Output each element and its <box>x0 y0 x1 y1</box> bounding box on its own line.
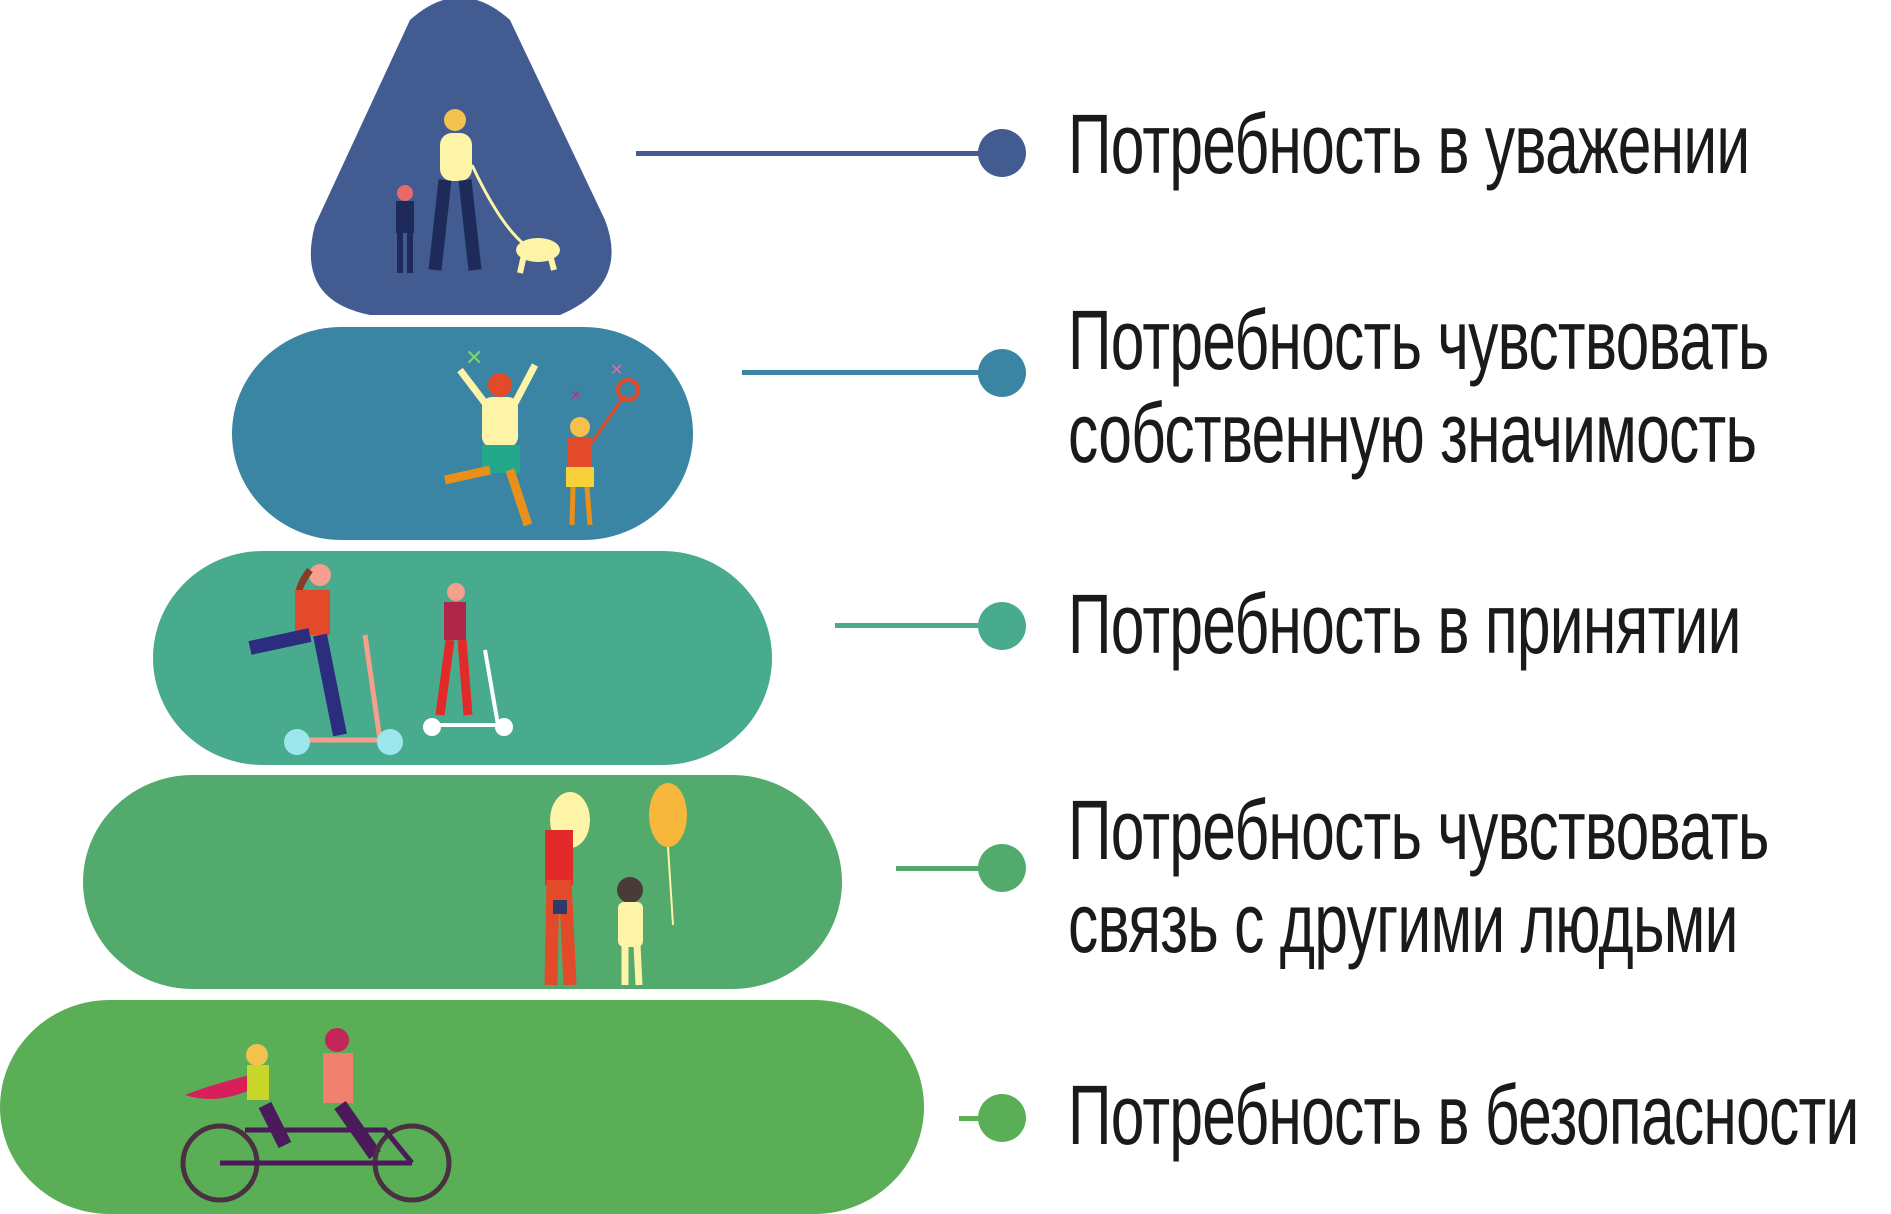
label-line: Потребность в безопасности <box>1068 1068 1859 1162</box>
svg-text:✕: ✕ <box>570 387 582 403</box>
label-acceptance: Потребность в принятии <box>1068 578 1741 671</box>
pyramid-level-significance <box>232 327 693 540</box>
pyramid-level-connection <box>83 775 842 989</box>
woman-child-dog-illustration <box>396 109 560 274</box>
scooter-riders-illustration <box>248 564 513 755</box>
label-line: собственную значимость <box>1068 386 1757 480</box>
label-significance: Потребность чувствовать собственную знач… <box>1068 294 1769 480</box>
label-safety: Потребность в безопасности <box>1068 1069 1859 1162</box>
svg-text:✕: ✕ <box>465 345 483 370</box>
connector-line-significance <box>742 370 1002 375</box>
label-line: Потребность чувствовать <box>1068 293 1769 387</box>
label-connection: Потребность чувствовать связь с другими … <box>1068 784 1769 970</box>
marker-dot-safety <box>978 1094 1026 1142</box>
connector-line-acceptance <box>835 623 1002 628</box>
svg-text:✕: ✕ <box>610 362 623 379</box>
tandem-bicycle-illustration <box>180 1028 452 1203</box>
label-respect: Потребность в уважении <box>1068 97 1750 191</box>
pyramid-level-safety <box>0 1000 924 1214</box>
marker-dot-connection <box>978 844 1026 892</box>
connector-line-connection <box>896 866 1002 871</box>
label-line: Потребность чувствовать <box>1068 783 1769 877</box>
label-line: связь с другими людьми <box>1068 876 1738 970</box>
label-line: Потребность в принятии <box>1068 577 1741 671</box>
marker-dot-respect <box>978 129 1026 177</box>
marker-dot-significance <box>978 349 1026 397</box>
connector-line-respect <box>636 151 1002 156</box>
label-line: Потребность в уважении <box>1068 97 1750 191</box>
marker-dot-acceptance <box>978 602 1026 650</box>
jumping-children-illustration: ✕ ✕ ✕ <box>444 345 640 527</box>
woman-child-balloon-illustration <box>544 783 687 986</box>
